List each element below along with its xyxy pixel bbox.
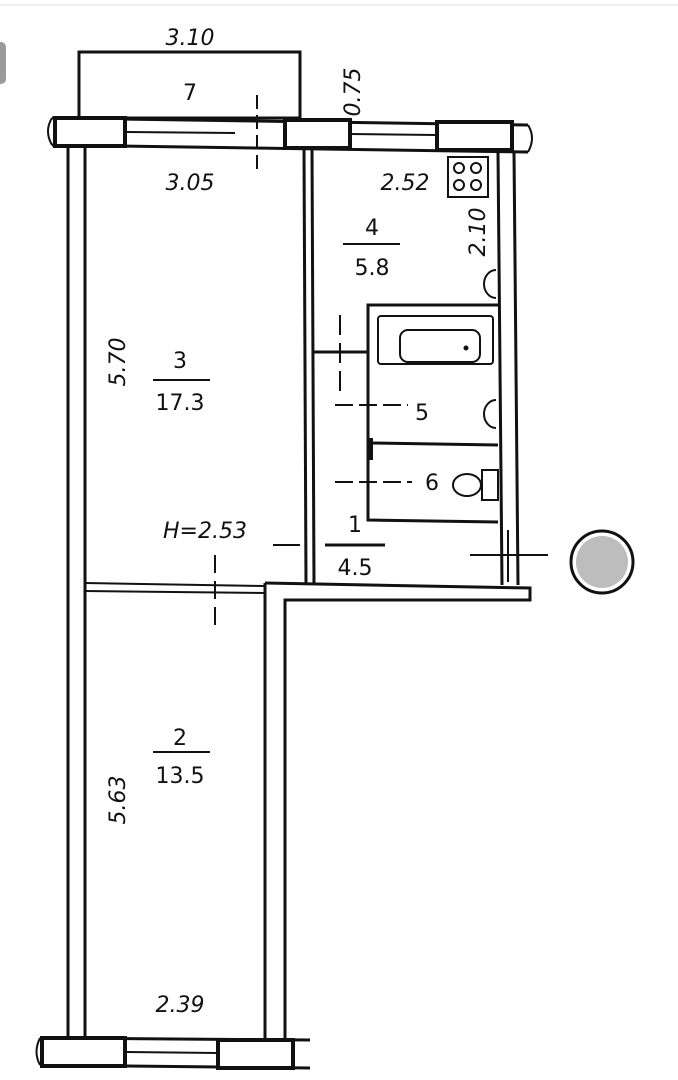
room6-number: 6 xyxy=(425,471,439,496)
ceiling-height-label: H=2.53 xyxy=(163,519,247,544)
kitchen-length-label: 2.10 xyxy=(466,208,491,257)
room2-length-label: 5.63 xyxy=(106,776,131,825)
corridor-wall xyxy=(263,581,532,1040)
room5-number: 5 xyxy=(415,401,429,426)
partition-wall xyxy=(302,147,316,586)
room3-length-label: 5.70 xyxy=(106,338,131,387)
side-handle[interactable] xyxy=(0,42,6,84)
room2-width-label: 2.39 xyxy=(156,993,205,1018)
room3-area: 17.3 xyxy=(156,391,205,416)
room4-number: 4 xyxy=(365,216,379,241)
bottom-wall xyxy=(35,1036,311,1070)
bathroom-sink-icon xyxy=(483,399,497,429)
room3-number: 3 xyxy=(173,349,187,374)
left-wall xyxy=(66,145,87,1040)
screen-top-edge xyxy=(0,4,678,6)
toilet-icon xyxy=(452,469,499,501)
room1-number: 1 xyxy=(348,513,362,538)
balcony-depth-label: 0.75 xyxy=(341,68,366,117)
room1-area: 4.5 xyxy=(338,556,373,581)
circle-button[interactable] xyxy=(569,529,635,595)
stove-icon xyxy=(447,156,489,198)
top-wall xyxy=(47,95,533,170)
kitchen-width-label: 2.52 xyxy=(381,171,430,196)
balcony-width-label: 3.10 xyxy=(166,26,215,51)
room4-area: 5.8 xyxy=(355,256,390,281)
balcony-number: 7 xyxy=(183,81,197,106)
room2-number: 2 xyxy=(173,726,187,751)
room3-width-label: 3.05 xyxy=(166,171,215,196)
bathroom-block xyxy=(314,303,499,524)
bathtub-icon xyxy=(377,315,494,365)
balcony-outline xyxy=(77,50,302,120)
right-wall xyxy=(496,151,520,586)
room-divider-wall xyxy=(84,555,266,625)
room2-area: 13.5 xyxy=(156,764,205,789)
kitchen-sink-icon xyxy=(483,269,497,299)
